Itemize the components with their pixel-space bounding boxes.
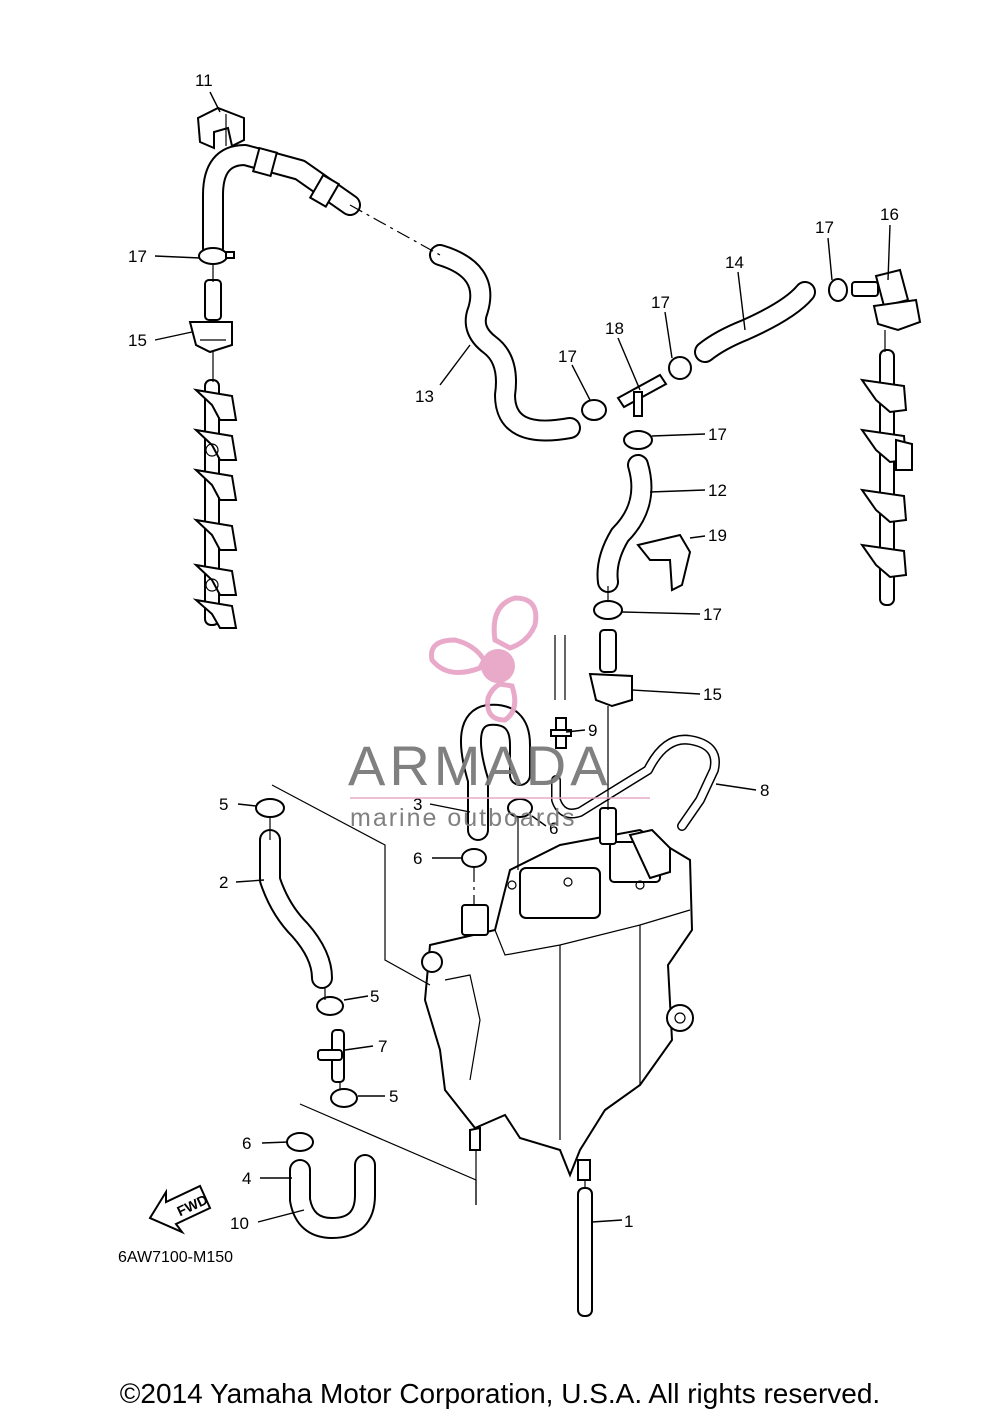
callout-6-c[interactable]: 6 bbox=[242, 1134, 251, 1153]
clamp-5-top[interactable] bbox=[255, 798, 285, 818]
drawing-code: 6AW7100-M150 bbox=[118, 1249, 233, 1266]
callout-17-c[interactable]: 17 bbox=[651, 293, 670, 312]
copyright-footer: ©2014 Yamaha Motor Corporation, U.S.A. A… bbox=[119, 1378, 881, 1409]
clamp-6-lower[interactable] bbox=[286, 1132, 314, 1152]
callout-17-b[interactable]: 17 bbox=[815, 218, 834, 237]
vapor-separator-body bbox=[421, 807, 694, 1181]
pipe-1[interactable] bbox=[577, 1187, 593, 1317]
fuel-rail-left bbox=[192, 379, 238, 629]
callout-1[interactable]: 1 bbox=[624, 1212, 633, 1231]
callout-9[interactable]: 9 bbox=[588, 721, 597, 740]
hose-14[interactable] bbox=[694, 281, 816, 363]
clamp-5-middle[interactable] bbox=[316, 996, 344, 1016]
callout-11[interactable]: 11 bbox=[195, 71, 213, 90]
callout-7[interactable]: 7 bbox=[378, 1037, 387, 1056]
clamp-17-center-bottom[interactable] bbox=[593, 600, 623, 620]
hose-12[interactable] bbox=[596, 454, 653, 593]
joint-15-left[interactable] bbox=[188, 279, 233, 354]
callout-17-a[interactable]: 17 bbox=[128, 247, 147, 266]
fwd-arrow-icon: FWD bbox=[148, 1184, 212, 1235]
callout-13[interactable]: 13 bbox=[415, 387, 434, 406]
guide-lines bbox=[212, 264, 886, 1205]
clamp-17-left[interactable] bbox=[198, 247, 235, 265]
watermark-brand: ARMADA bbox=[348, 734, 612, 797]
callout-12[interactable]: 12 bbox=[708, 481, 727, 500]
clip-19[interactable] bbox=[636, 533, 692, 592]
leader-lines bbox=[154, 91, 891, 1223]
clamp-17-center-top[interactable] bbox=[623, 430, 653, 450]
joint-15-center[interactable] bbox=[588, 629, 633, 708]
joint-18[interactable] bbox=[581, 356, 692, 421]
armada-watermark: ARMADA marine outboards bbox=[348, 595, 650, 832]
fuel-rail-right bbox=[859, 349, 913, 606]
callout-15-b[interactable]: 15 bbox=[703, 685, 722, 704]
clamp-6-upper[interactable] bbox=[507, 798, 533, 818]
joint-16[interactable] bbox=[851, 268, 922, 332]
clamp-5-bottom[interactable] bbox=[330, 1088, 358, 1108]
callout-4[interactable]: 4 bbox=[242, 1169, 251, 1188]
callout-18[interactable]: 18 bbox=[605, 319, 624, 338]
propeller-logo-icon bbox=[428, 595, 539, 723]
joint-7[interactable] bbox=[317, 1029, 345, 1083]
hose-13[interactable] bbox=[202, 144, 581, 442]
bolt-9[interactable] bbox=[550, 717, 572, 749]
callout-16[interactable]: 16 bbox=[880, 205, 899, 224]
watermark-tagline: marine outboards bbox=[350, 804, 577, 832]
clamp-17-right[interactable] bbox=[828, 278, 848, 302]
callout-10[interactable]: 10 bbox=[230, 1214, 249, 1233]
hose-10[interactable] bbox=[289, 1154, 376, 1239]
callout-17-e[interactable]: 17 bbox=[708, 425, 727, 444]
callout-5-c[interactable]: 5 bbox=[389, 1087, 398, 1106]
callout-19[interactable]: 19 bbox=[708, 526, 727, 545]
callout-3[interactable]: 3 bbox=[413, 795, 422, 814]
callout-6-a[interactable]: 6 bbox=[549, 819, 558, 838]
clamp-6-middle[interactable] bbox=[461, 848, 487, 868]
callout-2[interactable]: 2 bbox=[219, 873, 228, 892]
callout-8[interactable]: 8 bbox=[760, 781, 769, 800]
callout-5-b[interactable]: 5 bbox=[370, 987, 379, 1006]
callout-17-f[interactable]: 17 bbox=[703, 605, 722, 624]
hose-2[interactable] bbox=[259, 829, 333, 989]
callout-5-a[interactable]: 5 bbox=[219, 795, 228, 814]
callout-17-d[interactable]: 17 bbox=[558, 347, 577, 366]
callouts: 11 17 15 13 14 17 16 17 18 17 17 12 19 1… bbox=[128, 71, 899, 1233]
clip-11[interactable] bbox=[196, 106, 245, 150]
hose-3[interactable] bbox=[459, 703, 531, 841]
pipe-8[interactable] bbox=[551, 734, 720, 831]
callout-15-a[interactable]: 15 bbox=[128, 331, 147, 350]
callout-14[interactable]: 14 bbox=[725, 253, 744, 272]
callout-6-b[interactable]: 6 bbox=[413, 849, 422, 868]
